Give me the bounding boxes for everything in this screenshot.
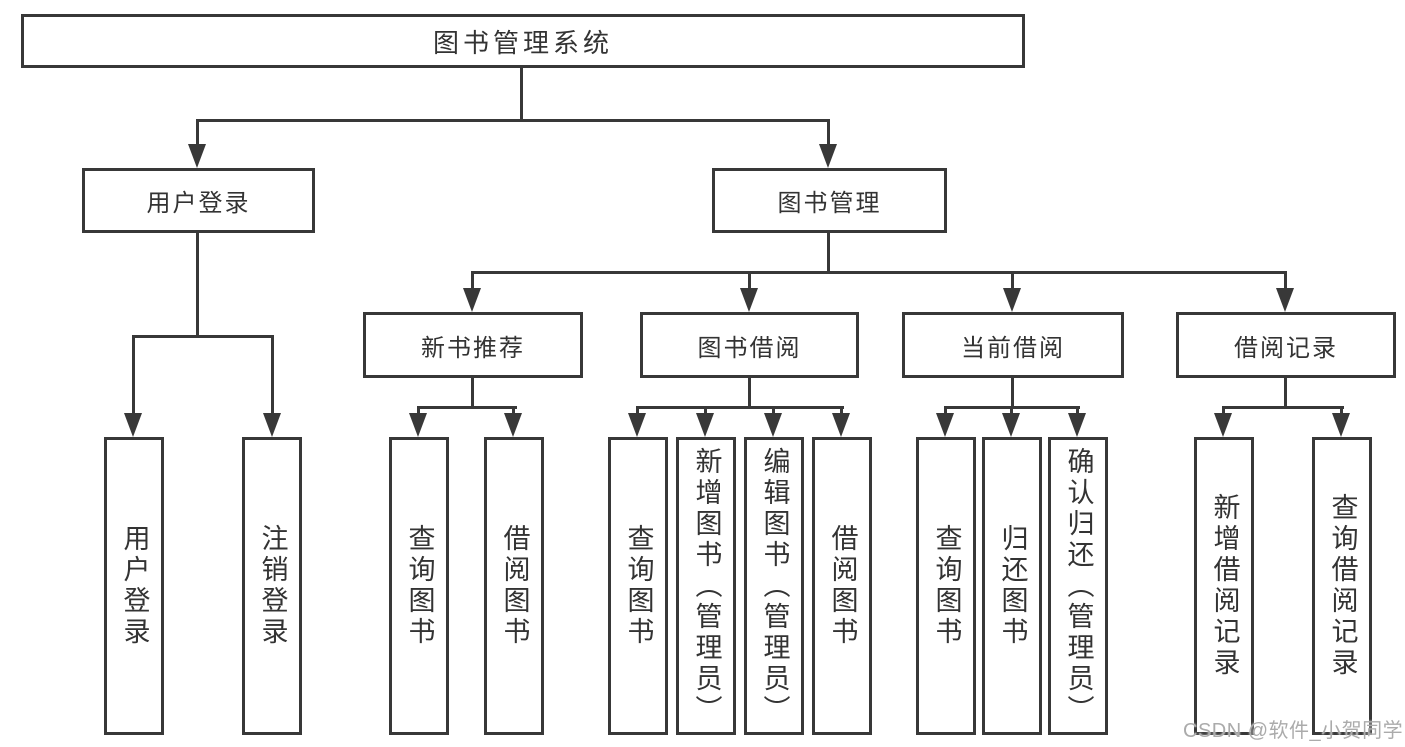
leaf-query-book: 查询图书 — [608, 437, 668, 735]
leaf-add-book-admin: 新增图书（管理员） — [676, 437, 736, 735]
arrow-down — [696, 413, 714, 437]
connector-vline — [1011, 271, 1014, 288]
leaf-query-book: 查询图书 — [389, 437, 449, 735]
connector-vline — [471, 378, 474, 409]
connector-vline — [132, 335, 135, 413]
leaf-query-borrow-record: 查询借阅记录 — [1312, 437, 1372, 735]
connector-vline — [944, 406, 947, 413]
connector-vline — [772, 406, 775, 413]
connector-vline — [827, 119, 830, 146]
connector-vline — [196, 119, 199, 146]
arrow-down — [628, 413, 646, 437]
arrow-down — [1002, 413, 1020, 437]
leaf-borrow-book: 借阅图书 — [812, 437, 872, 735]
connector-vline — [636, 406, 639, 413]
connector-hline — [636, 406, 844, 409]
arrow-down — [263, 413, 281, 437]
leaf-return-book: 归还图书 — [982, 437, 1042, 735]
node-book-management: 图书管理 — [712, 168, 947, 233]
arrow-down — [1003, 288, 1021, 312]
node-user-login: 用户登录 — [82, 168, 315, 233]
arrow-down — [504, 413, 522, 437]
connector-vline — [748, 378, 751, 409]
arrow-down — [463, 288, 481, 312]
arrow-down — [1068, 413, 1086, 437]
leaf-query-book: 查询图书 — [916, 437, 976, 735]
connector-vline — [840, 406, 843, 413]
node-book-borrow: 图书借阅 — [640, 312, 859, 378]
arrow-down — [188, 144, 206, 168]
connector-vline — [471, 271, 474, 288]
leaf-user-login: 用户登录 — [104, 437, 164, 735]
arrow-down — [819, 144, 837, 168]
arrow-down — [124, 413, 142, 437]
leaf-add-borrow-record: 新增借阅记录 — [1194, 437, 1254, 735]
connector-vline — [1010, 406, 1013, 413]
node-borrow-records: 借阅记录 — [1176, 312, 1396, 378]
connector-vline — [417, 406, 420, 413]
arrow-down — [764, 413, 782, 437]
arrow-down — [409, 413, 427, 437]
node-new-book-recommend: 新书推荐 — [363, 312, 583, 378]
connector-vline — [1011, 378, 1014, 409]
node-current-borrow: 当前借阅 — [902, 312, 1124, 378]
connector-hline — [196, 119, 830, 122]
leaf-edit-book-admin: 编辑图书（管理员） — [744, 437, 804, 735]
leaf-confirm-return-admin: 确认归还（管理员） — [1048, 437, 1108, 735]
connector-hline — [471, 271, 1287, 274]
connector-vline — [704, 406, 707, 413]
connector-vline — [748, 271, 751, 288]
arrow-down — [936, 413, 954, 437]
arrow-down — [1214, 413, 1232, 437]
connector-vline — [271, 335, 274, 413]
node-root-system: 图书管理系统 — [21, 14, 1025, 68]
leaf-borrow-book: 借阅图书 — [484, 437, 544, 735]
connector-hline — [417, 406, 517, 409]
connector-vline — [1284, 378, 1287, 409]
connector-vline — [196, 233, 199, 338]
connector-hline — [132, 335, 274, 338]
connector-vline — [827, 233, 830, 273]
connector-vline — [1284, 271, 1287, 288]
arrow-down — [1276, 288, 1294, 312]
arrow-down — [1332, 413, 1350, 437]
leaf-logout: 注销登录 — [242, 437, 302, 735]
connector-vline — [1340, 406, 1343, 413]
connector-vline — [520, 66, 523, 121]
connector-vline — [1222, 406, 1225, 413]
connector-vline — [1076, 406, 1079, 413]
arrow-down — [832, 413, 850, 437]
connector-vline — [512, 406, 515, 413]
watermark: CSDN @软件_小贺同学 — [1183, 720, 1404, 742]
connector-hline — [1222, 406, 1344, 409]
arrow-down — [740, 288, 758, 312]
